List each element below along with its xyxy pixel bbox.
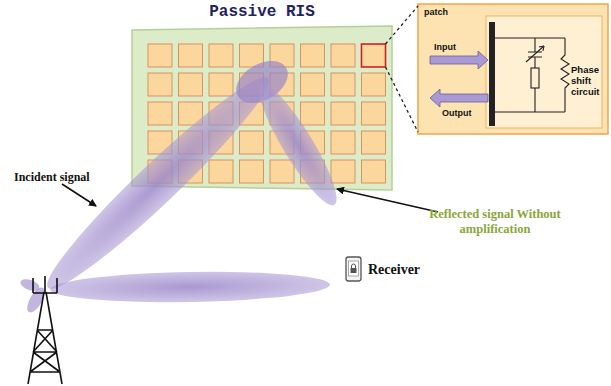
receiver-phone	[352, 264, 356, 268]
base-station-tower	[28, 276, 62, 384]
receiver-phone	[351, 268, 357, 273]
reflected-pointer	[337, 189, 438, 212]
receiver-phone	[346, 257, 361, 281]
base-station-tower	[28, 292, 62, 384]
ris-element	[331, 73, 355, 96]
signal-beams	[50, 270, 330, 305]
output-arrow	[430, 89, 488, 107]
selected-ris-element	[362, 44, 386, 67]
ris-element	[301, 102, 325, 125]
ris-element	[331, 102, 355, 125]
patch-inset	[418, 4, 608, 134]
ris-element	[331, 44, 355, 67]
ris-element	[331, 160, 355, 183]
ris-element	[240, 131, 264, 154]
ris-element	[148, 73, 172, 96]
ris-element	[148, 44, 172, 67]
incident-label: Incident signal	[14, 170, 124, 185]
ris-element	[179, 44, 203, 67]
patch-inset-node: patchInputOutput Phase shift circuit	[418, 4, 608, 134]
input-label: Input	[434, 42, 474, 52]
ris-element	[301, 44, 325, 67]
ris-panel-node: Passive RIS	[132, 28, 392, 188]
receiver-label: Receiver	[368, 262, 448, 278]
ris-element	[209, 44, 233, 67]
patch-label: patch	[424, 7, 464, 17]
phase-shift-circuit	[526, 46, 544, 62]
ris-element	[270, 160, 294, 183]
phase-shift-circuit	[495, 38, 565, 112]
zoom-leader	[386, 6, 419, 132]
ris-element	[209, 73, 233, 96]
patch-bar	[489, 22, 495, 126]
ris-element	[209, 160, 233, 183]
circuit-label: Phase shift circuit	[571, 64, 606, 97]
ris-element	[240, 160, 264, 183]
zoom-leader-line	[386, 67, 419, 132]
output-label: Output	[442, 108, 482, 118]
ris-element	[362, 131, 386, 154]
ris-element	[362, 160, 386, 183]
ris-element	[362, 102, 386, 125]
ris-element	[362, 73, 386, 96]
ris-element	[301, 73, 325, 96]
incident-pointer	[62, 184, 96, 206]
receiver-phone	[346, 257, 361, 281]
signal-beams	[249, 77, 347, 212]
receiver-phone	[349, 261, 359, 276]
phase-shift-circuit	[539, 46, 544, 51]
zoom-leader-line	[386, 6, 419, 44]
ris-element	[179, 73, 203, 96]
base-station-tower	[33, 276, 57, 293]
patch-inset	[418, 4, 608, 134]
phase-shift-circuit	[531, 68, 539, 88]
input-arrow	[430, 51, 488, 69]
panel-title: Passive RIS	[132, 3, 392, 21]
ris-element	[331, 131, 355, 154]
reflected-label: Reflected signal Without amplification	[420, 207, 570, 237]
phase-shift-circuit	[561, 38, 569, 112]
phase-shift-circuit	[495, 38, 569, 112]
ris-element	[148, 102, 172, 125]
signal-beams	[19, 277, 41, 293]
